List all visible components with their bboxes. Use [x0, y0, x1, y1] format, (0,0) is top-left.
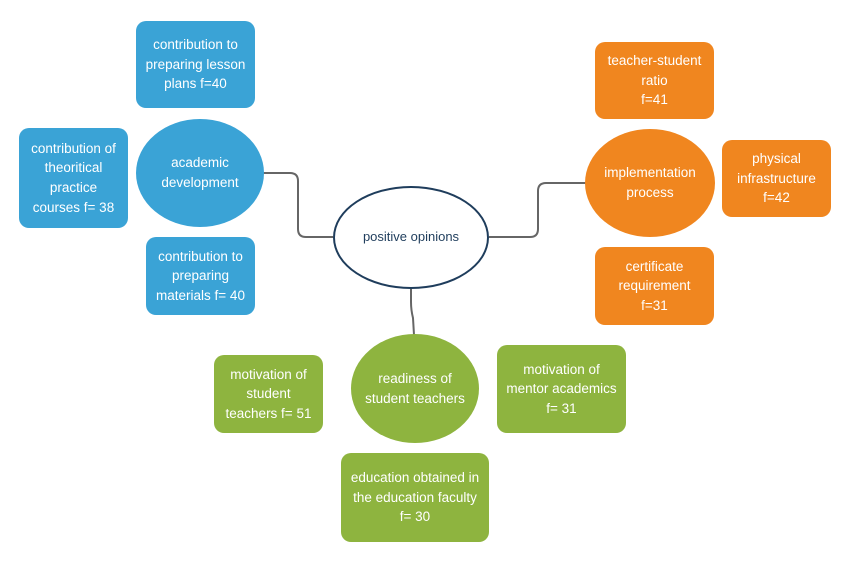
connector-center-academic: [262, 172, 333, 238]
teacher-student-ratio-label: teacher-student ratio f=41: [607, 53, 702, 108]
readiness-label: readiness of student teachers: [365, 370, 465, 406]
academic-development-node: academic development: [136, 119, 264, 227]
faculty-education-label: education obtained in the education facu…: [350, 470, 480, 525]
certificate-requirement-label: certificate requirement f=31: [618, 258, 691, 313]
preparing-materials-box: contribution to preparing materials f= 4…: [146, 237, 255, 315]
implementation-process-label: implementation process: [604, 165, 696, 200]
connector-center-readiness: [410, 289, 415, 336]
mentor-motivation-box: motivation of mentor academics f= 31: [497, 345, 626, 433]
preparing-materials-label: contribution to preparing materials f= 4…: [156, 248, 245, 303]
faculty-education-box: education obtained in the education facu…: [341, 453, 489, 542]
student-motivation-label: motivation of student teachers f= 51: [225, 366, 312, 421]
theoretical-courses-box: contribution of theoritical practice cou…: [19, 128, 128, 228]
mentor-motivation-label: motivation of mentor academics f= 31: [506, 361, 617, 416]
academic-development-label: academic development: [161, 155, 239, 190]
lesson-plans-box: contribution to preparing lesson plans f…: [136, 21, 255, 108]
center-label: positive opinions: [362, 229, 460, 245]
center-node: positive opinions: [333, 186, 489, 289]
connector-center-implementation: [489, 182, 586, 238]
teacher-student-ratio-box: teacher-student ratio f=41: [595, 42, 714, 119]
lesson-plans-label: contribution to preparing lesson plans f…: [145, 37, 246, 92]
readiness-node: readiness of student teachers: [351, 334, 479, 443]
certificate-requirement-box: certificate requirement f=31: [595, 247, 714, 325]
physical-infrastructure-box: physical infrastructure f=42: [722, 140, 831, 217]
student-motivation-box: motivation of student teachers f= 51: [214, 355, 323, 433]
implementation-process-node: implementation process: [585, 129, 715, 237]
theoretical-courses-label: contribution of theoritical practice cou…: [31, 140, 116, 215]
physical-infrastructure-label: physical infrastructure f=42: [737, 151, 816, 206]
